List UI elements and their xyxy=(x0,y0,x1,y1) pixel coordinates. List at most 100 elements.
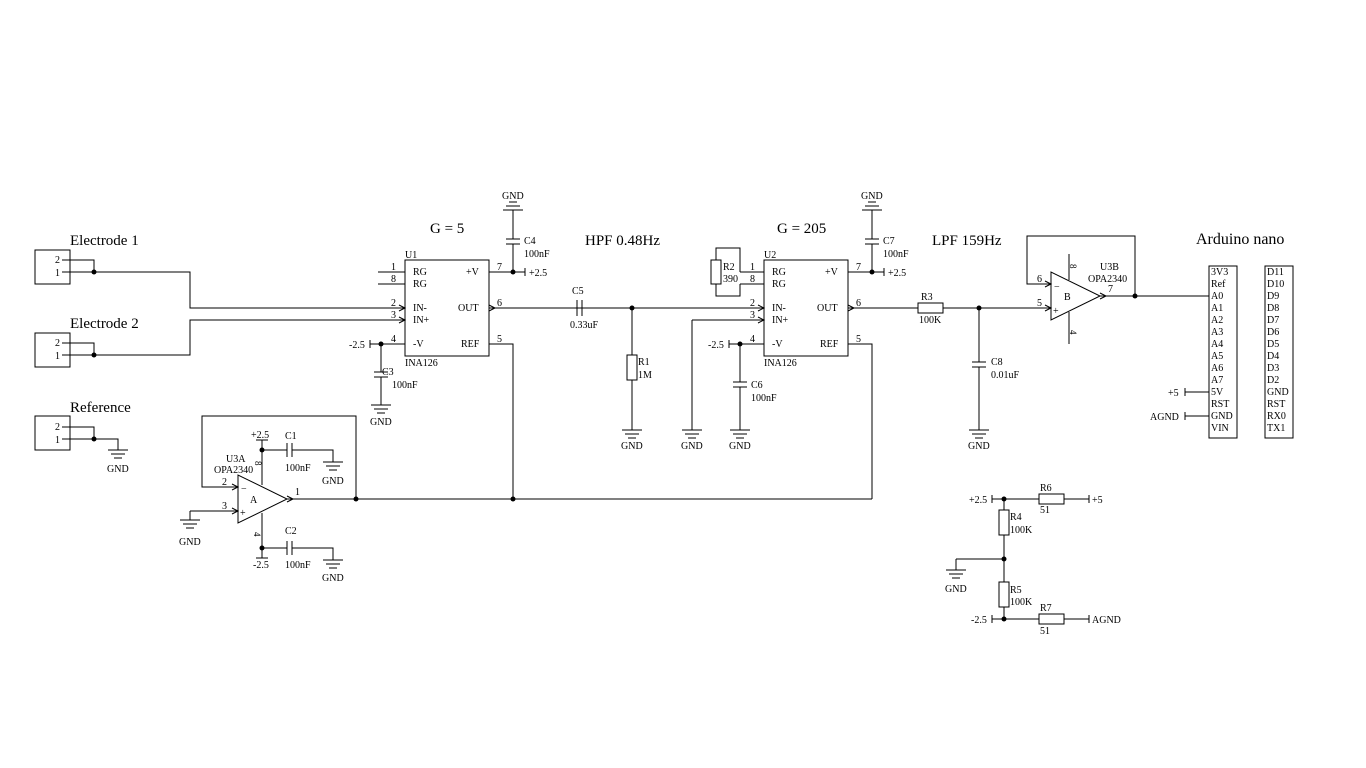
arduino-left-pin-4: A2 xyxy=(1211,315,1223,326)
svg-text:1: 1 xyxy=(295,487,300,498)
arduino-left-pin-5: A3 xyxy=(1211,327,1223,338)
svg-text:+2.5: +2.5 xyxy=(529,268,547,279)
c5-ref: C5 xyxy=(572,286,584,297)
electrode-2-connector: 2 1 xyxy=(34,319,392,368)
r6-value: 51 xyxy=(1040,505,1050,516)
svg-text:GND: GND xyxy=(107,464,129,475)
svg-text:+5: +5 xyxy=(1092,495,1103,506)
svg-text:RG: RG xyxy=(772,279,786,290)
lpf-network: R3 100K GND C8 0.01uF xyxy=(917,292,1039,452)
r2-value: 390 xyxy=(723,274,738,285)
svg-text:2: 2 xyxy=(750,298,755,309)
svg-text:REF: REF xyxy=(461,339,480,350)
svg-text:A: A xyxy=(250,495,258,506)
hpf-network: C5 0.33uF R1 1M GND xyxy=(570,286,752,452)
hpf-title: HPF 0.48Hz xyxy=(585,233,660,249)
arduino-title: Arduino nano xyxy=(1196,231,1284,248)
svg-text:IN-: IN- xyxy=(772,303,786,314)
svg-text:7: 7 xyxy=(856,262,861,273)
svg-text:3: 3 xyxy=(391,310,396,321)
svg-text:GND: GND xyxy=(370,417,392,428)
svg-text:+2.5: +2.5 xyxy=(251,430,269,441)
r2-ref: R2 xyxy=(723,262,735,273)
u3a-opamp: A − + 2 3 1 8 4 U3A OPA2340 GND +2.5 C1 … xyxy=(179,415,872,584)
c3-ref: C3 xyxy=(382,367,394,378)
svg-text:+5: +5 xyxy=(1168,388,1179,399)
svg-text:-2.5: -2.5 xyxy=(253,560,269,571)
svg-text:GND: GND xyxy=(945,584,967,595)
r5-ref: R5 xyxy=(1010,585,1022,596)
svg-text:-V: -V xyxy=(772,339,783,350)
svg-text:1: 1 xyxy=(55,435,60,446)
c8-ref: C8 xyxy=(991,357,1003,368)
svg-text:7: 7 xyxy=(497,262,502,273)
gain-stage-1-title: G = 5 xyxy=(430,221,464,237)
c7-value: 100nF xyxy=(883,249,909,260)
arduino-right-pin-4: D7 xyxy=(1267,315,1279,326)
svg-text:U1: U1 xyxy=(405,250,417,261)
svg-text:AGND: AGND xyxy=(1150,412,1179,423)
svg-text:U3B: U3B xyxy=(1100,262,1119,273)
svg-text:+: + xyxy=(240,508,246,519)
c6-value: 100nF xyxy=(751,393,777,404)
c7-ref: C7 xyxy=(883,236,895,247)
svg-text:-2.5: -2.5 xyxy=(708,340,724,351)
arduino-left-pin-13: VIN xyxy=(1211,423,1229,434)
r4-value: 100K xyxy=(1010,525,1033,536)
svg-text:GND: GND xyxy=(502,191,524,202)
svg-text:GND: GND xyxy=(322,476,344,487)
svg-text:4: 4 xyxy=(252,532,262,537)
svg-text:OUT: OUT xyxy=(458,303,479,314)
c5-value: 0.33uF xyxy=(570,320,599,331)
electrode-1-connector: 2 1 xyxy=(34,249,392,309)
svg-text:+2.5: +2.5 xyxy=(888,268,906,279)
r1-ref: R1 xyxy=(638,357,650,368)
u1-instrumentation-amp: U1 INA126 RG RG IN- IN+ -V +V OUT REF 1 … xyxy=(349,191,625,499)
svg-text:2: 2 xyxy=(55,338,60,349)
r4-ref: R4 xyxy=(1010,512,1022,523)
svg-text:2: 2 xyxy=(55,255,60,266)
svg-text:5: 5 xyxy=(856,334,861,345)
svg-text:3: 3 xyxy=(750,310,755,321)
svg-text:RG: RG xyxy=(413,279,427,290)
svg-text:+: + xyxy=(1053,306,1059,317)
arduino-right-pin-7: D4 xyxy=(1267,351,1279,362)
c1-ref: C1 xyxy=(285,431,297,442)
svg-text:1: 1 xyxy=(55,351,60,362)
electrode-2-title: Electrode 2 xyxy=(70,316,139,332)
svg-text:6: 6 xyxy=(1037,274,1042,285)
c6-ref: C6 xyxy=(751,380,763,391)
svg-text:IN+: IN+ xyxy=(413,315,430,326)
svg-text:GND: GND xyxy=(322,573,344,584)
svg-text:GND: GND xyxy=(729,441,751,452)
svg-text:OPA2340: OPA2340 xyxy=(214,465,253,476)
arduino-left-pin-9: A7 xyxy=(1211,375,1223,386)
electrode-1-title: Electrode 1 xyxy=(70,233,139,249)
c3-value: 100nF xyxy=(392,380,418,391)
r3-ref: R3 xyxy=(921,292,933,303)
arduino-right-pin-2: D9 xyxy=(1267,291,1279,302)
svg-text:REF: REF xyxy=(820,339,839,350)
arduino-right-pin-9: D2 xyxy=(1267,375,1279,386)
svg-text:8: 8 xyxy=(253,461,263,466)
svg-text:INA126: INA126 xyxy=(764,358,797,369)
reference-title: Reference xyxy=(70,400,131,416)
arduino-left-pin-12: GND xyxy=(1211,411,1233,422)
svg-text:-2.5: -2.5 xyxy=(971,615,987,626)
svg-text:5: 5 xyxy=(497,334,502,345)
r5-value: 100K xyxy=(1010,597,1033,608)
svg-text:−: − xyxy=(241,484,247,495)
svg-text:OPA2340: OPA2340 xyxy=(1088,274,1127,285)
svg-text:3: 3 xyxy=(222,501,227,512)
svg-text:+V: +V xyxy=(466,267,480,278)
svg-text:IN-: IN- xyxy=(413,303,427,314)
arduino-left-pin-8: A6 xyxy=(1211,363,1223,374)
c1-value: 100nF xyxy=(285,463,311,474)
svg-text:-2.5: -2.5 xyxy=(349,340,365,351)
arduino-right-pin-5: D6 xyxy=(1267,327,1279,338)
svg-text:2: 2 xyxy=(55,422,60,433)
svg-text:+V: +V xyxy=(825,267,839,278)
